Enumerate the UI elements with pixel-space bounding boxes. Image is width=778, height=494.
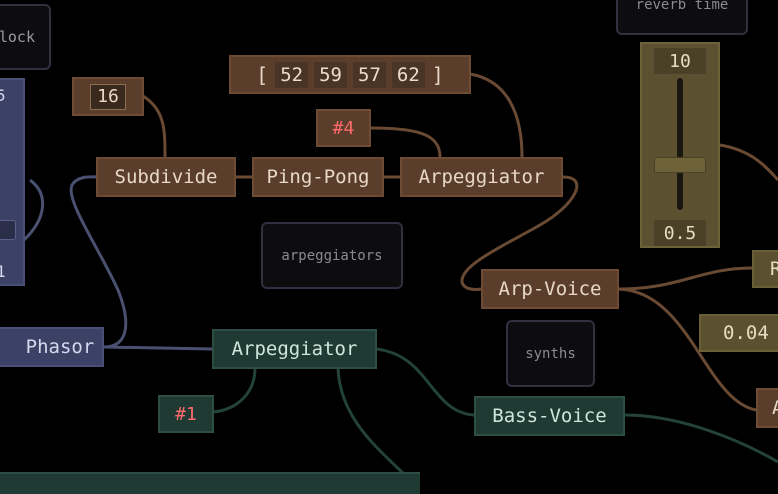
- arpeggiator-bottom-node[interactable]: Arpeggiator: [212, 329, 377, 369]
- wire-layer: [22, 72, 778, 480]
- number-16-value[interactable]: 16: [90, 83, 126, 110]
- ping-pong-node[interactable]: Ping-Pong: [252, 157, 384, 197]
- value-0-04-node[interactable]: 0.04: [699, 314, 778, 352]
- tag-1-label: #1: [175, 403, 197, 425]
- phasor-node[interactable]: Phasor: [0, 327, 104, 367]
- a-node-label: A: [772, 397, 778, 419]
- slider-min-label: 0.5: [654, 220, 706, 246]
- arp-voice-label: Arp-Voice: [498, 278, 602, 300]
- array-item[interactable]: 57: [353, 61, 386, 88]
- tag-4-label: #4: [332, 117, 355, 139]
- tag-4-node[interactable]: #4: [316, 109, 371, 147]
- wire-arpeggiator-to-tag1: [212, 367, 257, 414]
- bottom-group-frame: [0, 472, 420, 494]
- clock-label: lock: [0, 28, 35, 46]
- arpeggiators-label: arpeggiators: [281, 247, 383, 264]
- arpeggiator-top-node[interactable]: Arpeggiator: [400, 157, 563, 197]
- wire-arpvoice-to-r: [618, 266, 753, 291]
- wire-arpvoice-to-a: [618, 287, 757, 412]
- slate-panel[interactable]: 5 1: [0, 78, 25, 286]
- synths-label: synths: [525, 345, 576, 362]
- slider-track[interactable]: [677, 78, 683, 210]
- wire-array-to-arpeggiator: [469, 72, 524, 158]
- a-node[interactable]: A: [756, 388, 778, 428]
- wire-bass-out: [623, 413, 778, 464]
- reverb-time-slider[interactable]: 10 0.5: [640, 42, 720, 248]
- subdivide-label: Subdivide: [114, 166, 218, 188]
- array-item[interactable]: 62: [391, 61, 425, 88]
- reverb-time-label: reverb time: [635, 0, 729, 13]
- wire-arpeggiator-down: [336, 367, 412, 480]
- wire-arpeggiator-to-bass: [375, 347, 475, 417]
- wire-phasor-to-arpeggiator: [103, 345, 213, 351]
- wire-phasor-to-subdivide: [69, 175, 128, 349]
- wire-tag4-to-arpeggiator: [369, 126, 442, 158]
- slider-max-label: 10: [654, 48, 706, 74]
- arp-voice-node[interactable]: Arp-Voice: [481, 269, 619, 309]
- tag-1-node[interactable]: #1: [158, 395, 214, 433]
- clock-label-box: lock: [0, 4, 51, 70]
- slate-panel-handle[interactable]: [0, 220, 16, 240]
- slider-thumb[interactable]: [654, 157, 706, 173]
- array-open-bracket: [: [256, 62, 269, 87]
- phasor-label: Phasor: [25, 336, 95, 358]
- number-16-node[interactable]: 16: [72, 77, 144, 116]
- wire-slider-to-right: [719, 143, 778, 181]
- ping-pong-label: Ping-Pong: [266, 166, 370, 188]
- array-close-bracket: ]: [431, 62, 444, 87]
- slate-panel-bottom-value: 1: [0, 262, 6, 281]
- value-0-04-label: 0.04: [723, 322, 769, 344]
- arpeggiator-top-label: Arpeggiator: [418, 166, 545, 188]
- reverb-time-label-box: reverb time: [616, 0, 748, 35]
- slate-panel-top-value: 5: [0, 86, 6, 105]
- arpeggiator-bottom-label: Arpeggiator: [231, 338, 358, 360]
- arpeggiators-group-label: arpeggiators: [261, 222, 403, 289]
- note-array-node[interactable]: [ 52 59 57 62 ]: [229, 55, 471, 94]
- wire-slate-panel-out: [22, 178, 45, 242]
- array-item[interactable]: 52: [275, 61, 309, 88]
- array-item[interactable]: 59: [314, 61, 347, 88]
- r-node-label: R: [770, 258, 778, 280]
- wire-arpeggiator-to-arpvoice: [460, 175, 579, 291]
- wire-16-to-subdivide: [142, 94, 167, 158]
- bass-voice-node[interactable]: Bass-Voice: [474, 396, 625, 436]
- r-node[interactable]: R: [752, 250, 778, 288]
- synths-group-label: synths: [506, 320, 595, 387]
- bass-voice-label: Bass-Voice: [492, 405, 607, 427]
- subdivide-node[interactable]: Subdivide: [96, 157, 236, 197]
